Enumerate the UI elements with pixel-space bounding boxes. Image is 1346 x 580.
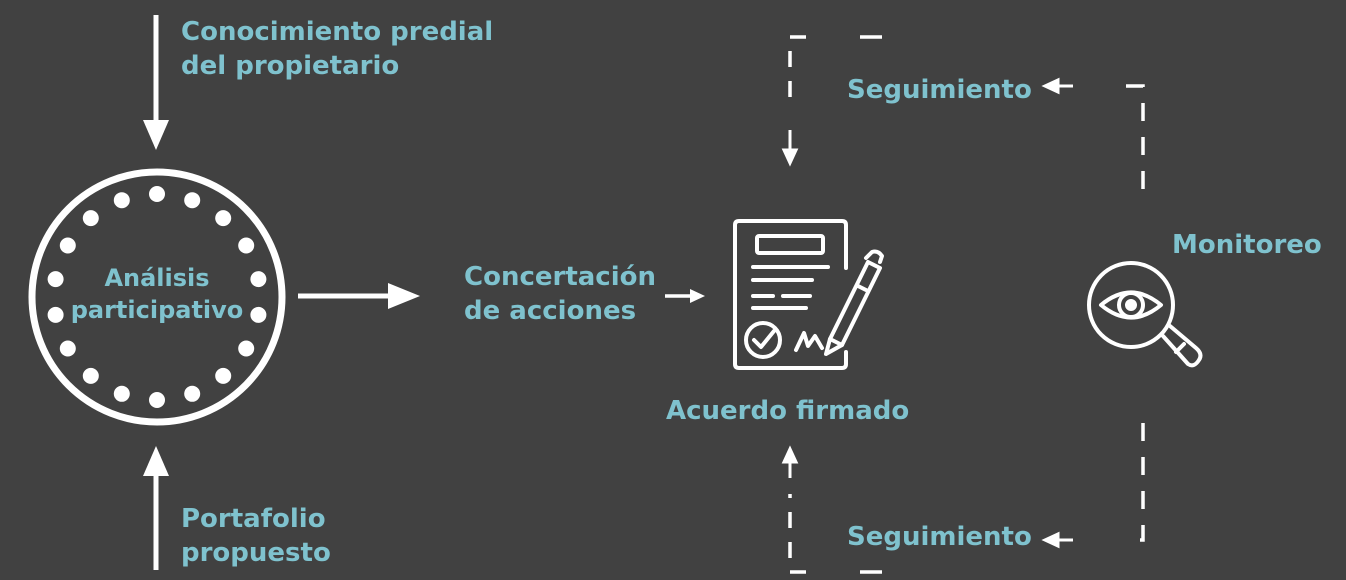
analysis-dot — [149, 392, 165, 408]
concertation-label: Concertación de acciones — [464, 260, 656, 328]
follow-up-bottom-label: Seguimiento — [847, 522, 1032, 552]
arrow-knowledge-to-analysis — [143, 15, 169, 150]
analysis-dot — [149, 186, 165, 202]
analysis-dot — [59, 340, 76, 357]
analysis-line-1: Análisis — [104, 264, 210, 292]
analysis-dot — [238, 237, 255, 254]
concertation-line-2: de acciones — [464, 296, 637, 326]
arrow-analysis-to-concertation — [298, 283, 420, 309]
analysis-dot — [184, 385, 201, 402]
monitoring-label: Monitoreo — [1172, 230, 1322, 260]
analysis-dot — [82, 367, 99, 384]
follow-up-arrowheads — [781, 77, 1073, 549]
analysis-dot — [113, 385, 130, 402]
analysis-circle-dots — [47, 186, 267, 408]
analysis-dot — [250, 306, 267, 323]
analysis-circle — [28, 168, 286, 426]
signed-agreement-label: Acuerdo firmado — [666, 396, 910, 426]
owner-knowledge-label: Conocimiento predial del propietario — [181, 15, 493, 83]
analysis-dot — [250, 271, 267, 288]
magnifier-eye-icon — [1087, 261, 1203, 368]
analysis-dot — [215, 367, 232, 384]
analysis-dot — [47, 271, 64, 288]
arrow-portfolio-to-analysis — [143, 446, 169, 570]
owner-knowledge-line-1: Conocimiento predial — [181, 17, 494, 47]
portfolio-line-1: Portafolio — [181, 504, 326, 534]
analysis-line-2: participativo — [70, 296, 244, 324]
arrow-concertation-to-agreement — [665, 289, 705, 303]
analysis-dot — [59, 237, 76, 254]
analysis-dot — [47, 306, 64, 323]
analysis-dot — [82, 210, 99, 227]
signed-document-icon — [733, 219, 884, 370]
portfolio-label: Portafolio propuesto — [181, 502, 331, 570]
follow-up-loop — [788, 35, 1145, 574]
follow-up-top-label: Seguimiento — [847, 75, 1032, 105]
analysis-dot — [215, 210, 232, 227]
analysis-dot — [238, 340, 255, 357]
concertation-line-1: Concertación — [464, 262, 656, 292]
owner-knowledge-line-2: del propietario — [181, 51, 400, 81]
analysis-label: Análisis participativo — [57, 262, 257, 326]
portfolio-line-2: propuesto — [181, 538, 331, 568]
analysis-dot — [113, 192, 130, 209]
analysis-dot — [184, 192, 201, 209]
